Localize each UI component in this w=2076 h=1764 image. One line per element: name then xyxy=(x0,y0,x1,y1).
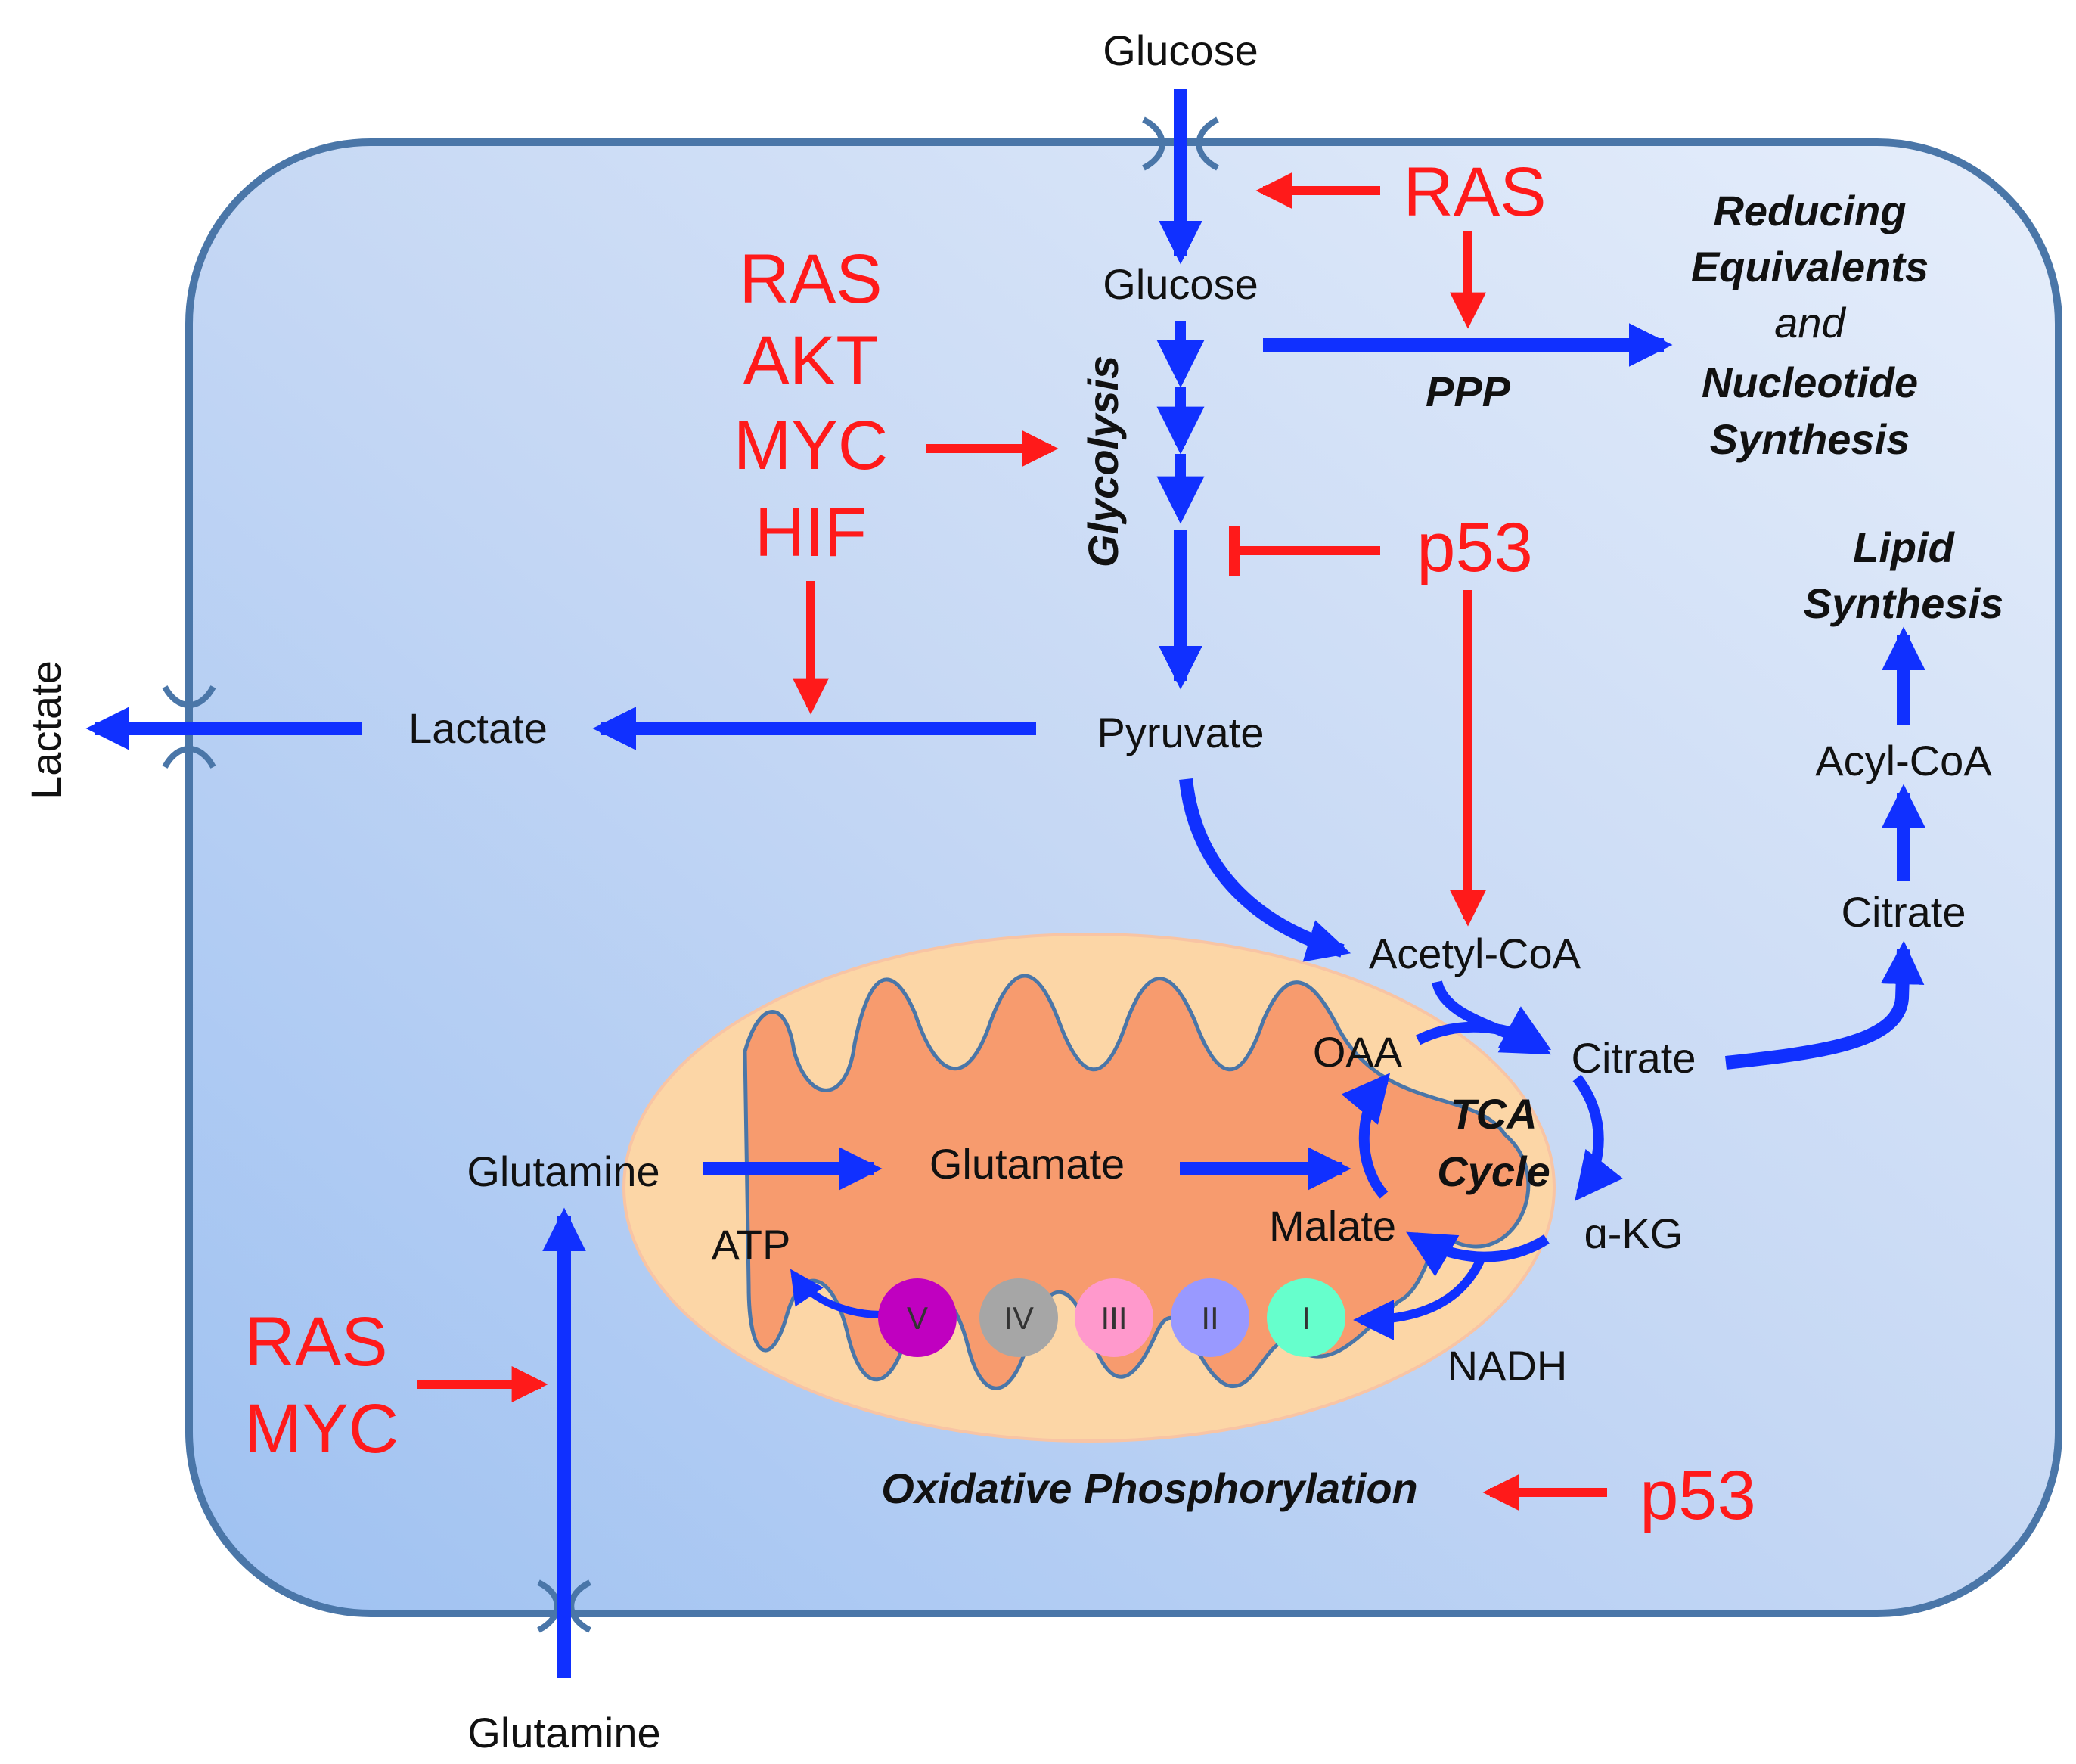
tca-oaa-to-citrate-arrow xyxy=(1415,1006,1552,1051)
ras-top-label: RAS xyxy=(1403,154,1546,231)
glycolysis-regulator-hif: HIF xyxy=(755,494,867,571)
mitochondrion xyxy=(622,933,1556,1443)
pyruvate-label: Pyruvate xyxy=(1097,709,1265,756)
electron-transport-chain: V IV III II I xyxy=(878,1278,1345,1357)
tca-citrate-to-akg-arrow xyxy=(1572,1074,1623,1201)
complex-i-label: I xyxy=(1302,1300,1311,1336)
mitochondrial-citrate-label: Citrate xyxy=(1572,1034,1696,1082)
extracellular-glutamine-label: Glutamine xyxy=(467,1709,660,1756)
acyl-coa-label: Acyl-CoA xyxy=(1815,737,1992,784)
acetyl-coa-label: Acetyl-CoA xyxy=(1369,930,1581,977)
lactate-transporter xyxy=(162,685,216,769)
complex-iv-circle xyxy=(979,1278,1058,1357)
oaa-label: OAA xyxy=(1313,1028,1403,1076)
pathway-arrows xyxy=(85,89,1925,1678)
glycolysis-label: Glycolysis xyxy=(1079,356,1127,567)
glucose-transporter xyxy=(1142,116,1219,171)
glucose-label: Glucose xyxy=(1103,260,1258,308)
tca-cycle-label-line2: Cycle xyxy=(1437,1148,1550,1195)
complex-i-circle xyxy=(1267,1278,1345,1357)
citrate-export-arrow xyxy=(1725,940,1925,1070)
pyruvate-to-acetyl-coa-arrow xyxy=(1179,778,1351,962)
reducing-equivalents-label-line2: Equivalents xyxy=(1691,243,1929,290)
reducing-equivalents-label-line1: Reducing xyxy=(1713,187,1906,234)
extracellular-glucose-label: Glucose xyxy=(1103,26,1258,74)
reducing-equivalents-label-line3: and xyxy=(1774,299,1846,346)
complex-v-label: V xyxy=(907,1300,928,1336)
alpha-ketoglutarate-label: ɑ-KG xyxy=(1584,1210,1683,1257)
regulator-arrows xyxy=(417,172,1607,1511)
ppp-label: PPP xyxy=(1426,368,1511,415)
nadh-label: NADH xyxy=(1448,1342,1568,1390)
glutamine-transporter xyxy=(537,1579,591,1633)
complex-ii-label: II xyxy=(1201,1300,1218,1336)
glutamine-regulator-myc: MYC xyxy=(244,1390,399,1467)
p53-bottom-label: p53 xyxy=(1640,1457,1756,1534)
malate-label: Malate xyxy=(1269,1202,1396,1250)
complex-v-circle xyxy=(878,1278,957,1357)
glutamine-regulator-ras: RAS xyxy=(244,1303,387,1380)
complex-iii-label: III xyxy=(1100,1300,1127,1336)
complex-ii-circle xyxy=(1171,1278,1249,1357)
extracellular-lactate-label: Lactate xyxy=(22,660,70,800)
oxidative-phosphorylation-label: Oxidative Phosphorylation xyxy=(881,1464,1417,1512)
cytosolic-citrate-label: Citrate xyxy=(1842,888,1966,936)
complex-iii-circle xyxy=(1075,1278,1153,1357)
glutamate-label: Glutamate xyxy=(929,1140,1125,1188)
glutamine-label: Glutamine xyxy=(467,1148,659,1195)
nucleotide-synthesis-label-line1: Nucleotide xyxy=(1702,359,1918,406)
lipid-synthesis-label-line1: Lipid xyxy=(1853,523,1956,571)
nadh-to-complex-i-arrow xyxy=(1353,1253,1487,1340)
tca-malate-to-oaa-arrow xyxy=(1341,1073,1391,1199)
glycolysis-regulator-ras: RAS xyxy=(739,241,882,318)
atp-label: ATP xyxy=(712,1221,791,1269)
complex-iv-label: IV xyxy=(1004,1300,1034,1336)
tca-cycle-label-line1: TCA xyxy=(1450,1090,1537,1138)
p53-middle-label: p53 xyxy=(1417,509,1533,586)
glycolysis-regulator-myc: MYC xyxy=(734,407,888,484)
nucleotide-synthesis-label-line2: Synthesis xyxy=(1710,415,1910,463)
lipid-synthesis-label-line2: Synthesis xyxy=(1804,579,2004,627)
glycolysis-regulator-akt: AKT xyxy=(743,322,879,399)
complex-v-to-atp-arrow xyxy=(790,1269,882,1318)
lactate-label: Lactate xyxy=(408,704,548,752)
